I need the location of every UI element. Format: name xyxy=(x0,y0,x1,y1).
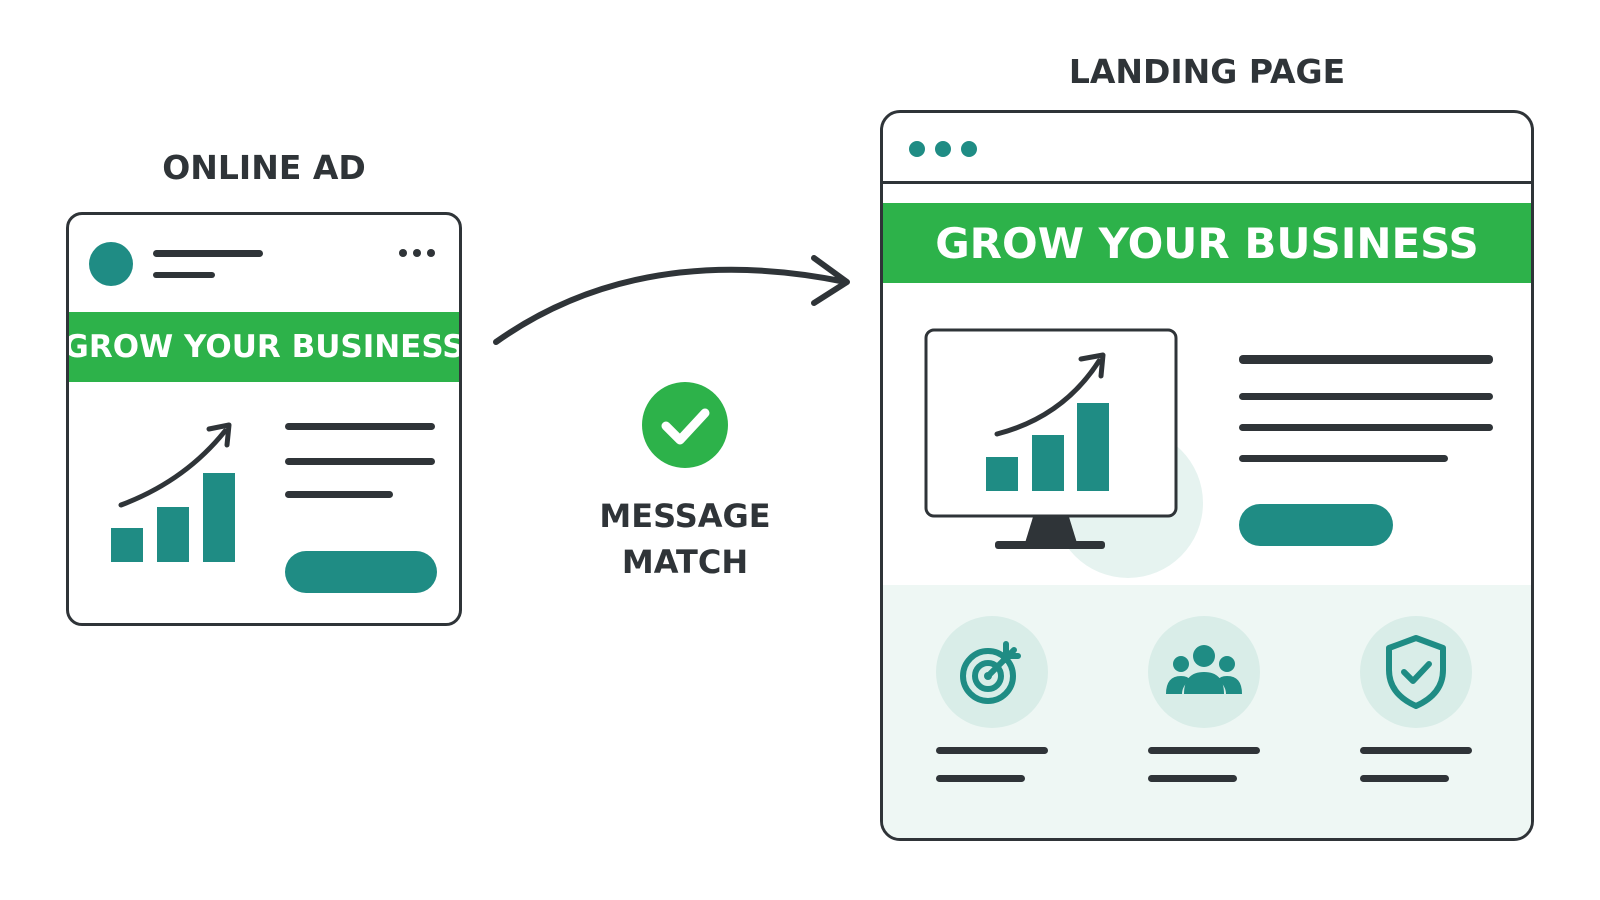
ad-header-line-2 xyxy=(153,272,215,278)
ad-text-line-2 xyxy=(285,458,435,465)
team-icon xyxy=(1166,645,1242,694)
landing-headline-banner: GROW YOUR BUSINESS xyxy=(883,203,1531,283)
feature-1-line-1 xyxy=(936,747,1048,754)
feature-3-line-2 xyxy=(1360,775,1449,782)
ad-headline: GROW YOUR BUSINESS xyxy=(66,329,462,365)
ad-cta-button[interactable] xyxy=(285,551,437,593)
ad-text-line-3 xyxy=(285,491,393,498)
landing-text-line-4 xyxy=(1239,455,1448,462)
ad-text-line-1 xyxy=(285,423,435,430)
monitor-icon xyxy=(924,328,1178,549)
landing-cta-button[interactable] xyxy=(1239,504,1393,546)
landing-text-line-1 xyxy=(1239,355,1493,364)
feature-1-line-2 xyxy=(936,775,1025,782)
landing-headline: GROW YOUR BUSINESS xyxy=(935,218,1479,268)
checkmark-icon xyxy=(642,382,728,468)
browser-chrome-divider xyxy=(883,181,1531,184)
ad-headline-banner: GROW YOUR BUSINESS xyxy=(69,312,459,382)
feature-3-line-1 xyxy=(1360,747,1472,754)
message-match-label-2: MATCH xyxy=(621,543,749,581)
arrow-icon xyxy=(493,255,850,345)
landing-page-caption: LANDING PAGE xyxy=(1068,52,1346,91)
ad-header-line-1 xyxy=(153,250,263,257)
online-ad-caption: ONLINE AD xyxy=(162,148,366,187)
landing-page-card: GROW YOUR BUSINESS xyxy=(880,110,1534,841)
feature-shield xyxy=(1360,616,1472,728)
target-icon xyxy=(960,641,1021,704)
message-match-label-1: MESSAGE xyxy=(599,497,771,535)
more-options-icon[interactable] xyxy=(399,249,439,259)
shield-check-icon xyxy=(1386,635,1446,709)
feature-2-line-1 xyxy=(1148,747,1260,754)
landing-text-line-3 xyxy=(1239,424,1493,431)
browser-dots-icon xyxy=(909,141,981,159)
landing-text-line-2 xyxy=(1239,393,1493,400)
avatar-icon xyxy=(89,242,133,286)
feature-target xyxy=(936,616,1048,728)
feature-2-line-2 xyxy=(1148,775,1237,782)
growth-chart-icon xyxy=(111,422,235,562)
feature-team xyxy=(1148,616,1260,728)
online-ad-card: GROW YOUR BUSINESS xyxy=(66,212,462,626)
feature-section xyxy=(883,585,1531,838)
